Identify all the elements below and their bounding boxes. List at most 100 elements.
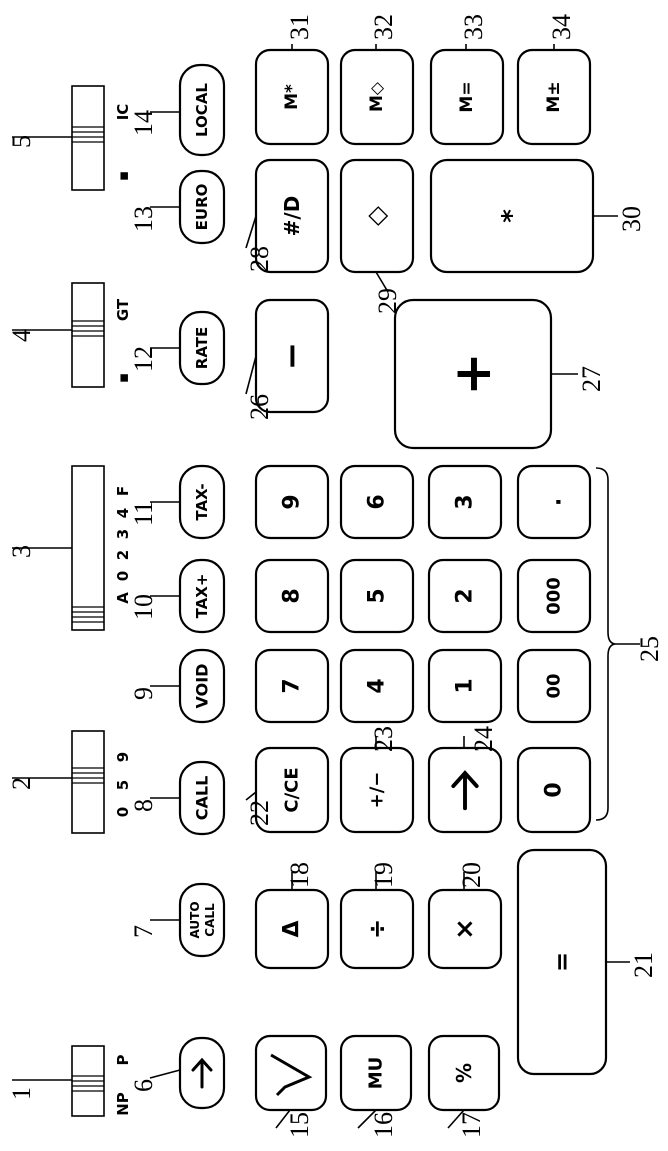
key-18-label: Δ <box>280 920 305 937</box>
switch-2-position-5: 5 <box>114 780 132 790</box>
key-20[interactable]: × <box>427 888 503 970</box>
key-29-label: ◇ <box>362 206 392 226</box>
switch-5-position-ic: IC <box>114 104 132 121</box>
callout-16: 16 <box>369 1112 398 1138</box>
leader-22 <box>245 791 257 801</box>
key-27[interactable]: + <box>393 298 553 450</box>
key-33-label: M= <box>457 81 477 112</box>
key-22[interactable]: C/CE <box>254 746 330 834</box>
key-12[interactable]: RATE <box>178 310 226 386</box>
key-9[interactable]: VOID <box>178 648 226 724</box>
switch-3-position-2: 2 <box>114 550 132 560</box>
digit-key-5-body[interactable] <box>339 464 415 540</box>
key-23[interactable]: +/− <box>339 746 415 834</box>
key-19-body[interactable] <box>339 888 415 970</box>
key-10[interactable]: TAX+ <box>178 558 226 634</box>
digit-key-3[interactable]: 4 <box>339 648 415 724</box>
key-8-label: CALL <box>193 776 212 821</box>
digit-key-11-body[interactable] <box>516 558 592 634</box>
digit-key-0[interactable]: 7 <box>254 648 330 724</box>
callout-17: 17 <box>457 1112 486 1138</box>
key-19[interactable]: ÷ <box>339 888 415 970</box>
key-23-body[interactable] <box>339 746 415 834</box>
digit-key-3-body[interactable] <box>339 648 415 724</box>
key-17[interactable]: % <box>427 1034 501 1112</box>
key-15[interactable] <box>254 1034 328 1112</box>
digit-key-7-body[interactable] <box>427 558 503 634</box>
digit-key-11[interactable]: 000 <box>516 558 592 634</box>
digit-key-8[interactable]: 3 <box>427 464 503 540</box>
digit-key-12[interactable]: . <box>516 464 592 540</box>
key-22-label: C/CE <box>282 767 303 812</box>
digit-key-9[interactable]: 0 <box>516 746 592 834</box>
digit-key-12-body[interactable] <box>516 464 592 540</box>
digit-key-0-label: 7 <box>280 678 305 693</box>
key-26[interactable]: − <box>254 298 330 414</box>
switch-4-position-gt: GT <box>114 298 132 321</box>
digit-key-10[interactable]: 00 <box>516 648 592 724</box>
key-15-body[interactable] <box>254 1034 328 1112</box>
key-14[interactable]: LOCAL <box>178 63 226 157</box>
key-32[interactable]: M◇ <box>339 48 415 146</box>
digit-key-2[interactable]: 9 <box>254 464 330 540</box>
key-9-label: VOID <box>193 664 212 709</box>
key-20-label: × <box>450 918 480 940</box>
key-14-body[interactable] <box>178 63 226 157</box>
key-28[interactable]: #/D <box>254 158 330 274</box>
digit-key-1[interactable]: 8 <box>254 558 330 634</box>
key-30[interactable]: * <box>429 158 595 274</box>
digit-key-5[interactable]: 6 <box>339 464 415 540</box>
digit-key-2-body[interactable] <box>254 464 330 540</box>
digit-key-11-label: 000 <box>544 577 565 615</box>
digit-key-6[interactable]: 1 <box>427 648 503 724</box>
key-21[interactable]: = <box>516 848 608 1076</box>
leader-28 <box>245 215 257 249</box>
callout-26: 26 <box>245 394 274 420</box>
key-27-label: + <box>443 352 503 396</box>
switch-2: 0 5 9 <box>71 730 132 834</box>
key-16[interactable]: MU <box>339 1034 413 1112</box>
callout-21: 21 <box>629 952 658 978</box>
callout-31: 31 <box>285 14 314 40</box>
key-8[interactable]: CALL <box>178 760 226 836</box>
callout-34: 34 <box>547 14 576 40</box>
key-21-label: = <box>548 952 576 972</box>
key-18[interactable]: Δ <box>254 888 330 970</box>
key-20-body[interactable] <box>427 888 503 970</box>
key-11[interactable]: TAX- <box>178 464 226 540</box>
key-33-body[interactable] <box>429 48 505 146</box>
digit-key-9-body[interactable] <box>516 746 592 834</box>
key-29-body[interactable] <box>339 158 415 274</box>
key-33[interactable]: M= <box>429 48 505 146</box>
square-root-icon <box>270 1053 313 1097</box>
digit-key-4-body[interactable] <box>339 558 415 634</box>
key-7-body[interactable] <box>178 882 226 958</box>
digit-key-9-label: 0 <box>542 782 567 797</box>
callout-25: 25 <box>635 636 664 662</box>
key-24[interactable] <box>427 746 503 834</box>
switch-4: ▪ GT <box>71 282 132 388</box>
digit-key-4[interactable]: 5 <box>339 558 415 634</box>
digit-key-1-label: 8 <box>280 588 305 603</box>
digit-key-6-body[interactable] <box>427 648 503 724</box>
digit-key-3-label: 4 <box>365 678 390 693</box>
key-31[interactable]: M* <box>254 48 330 146</box>
key-6[interactable] <box>178 1036 226 1110</box>
key-22-body[interactable] <box>254 746 330 834</box>
digit-key-1-body[interactable] <box>254 558 330 634</box>
digit-key-8-body[interactable] <box>427 464 503 540</box>
key-34[interactable]: M± <box>516 48 592 146</box>
digit-key-0-body[interactable] <box>254 648 330 724</box>
callout-19: 19 <box>369 862 398 888</box>
key-29[interactable]: ◇ <box>339 158 415 274</box>
key-32-body[interactable] <box>339 48 415 146</box>
digit-keys-brace <box>595 467 617 821</box>
key-31-label: M* <box>282 84 302 110</box>
key-26-body[interactable] <box>254 298 330 414</box>
key-13[interactable]: EURO <box>178 169 226 245</box>
digit-key-7[interactable]: 2 <box>427 558 503 634</box>
digit-key-10-body[interactable] <box>516 648 592 724</box>
